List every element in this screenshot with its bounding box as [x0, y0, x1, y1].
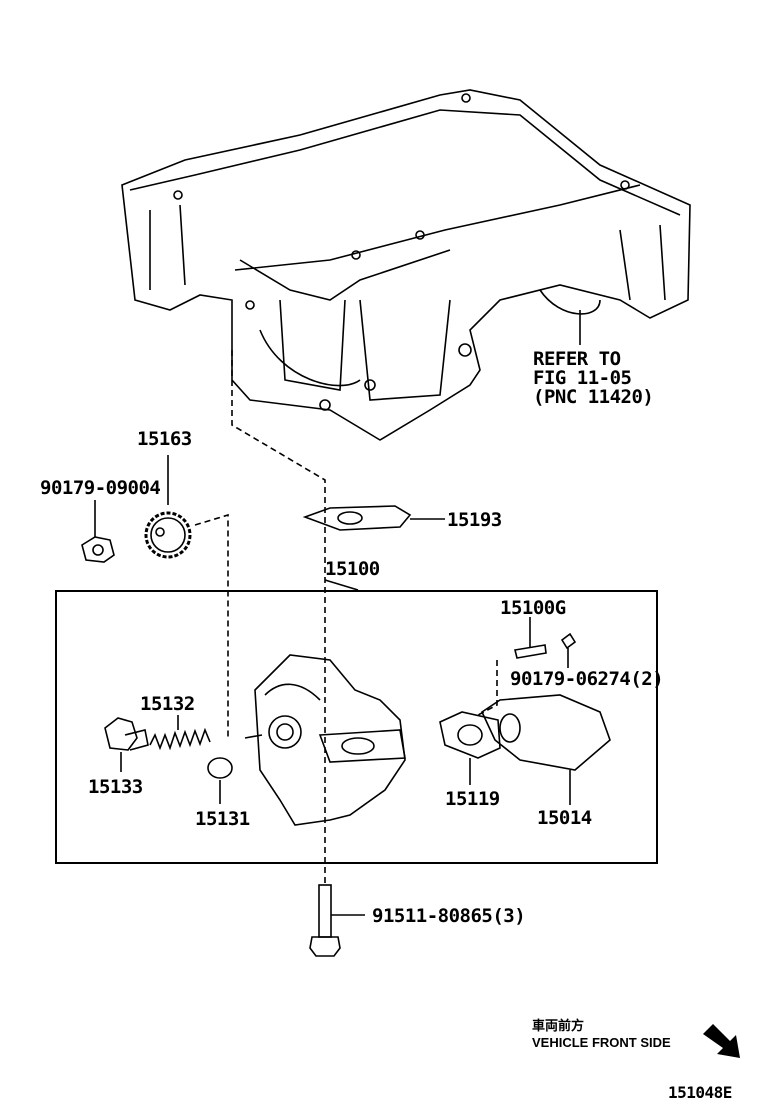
part-label-15131[interactable]: 15131 [195, 808, 250, 830]
part-label-15100[interactable]: 15100 [325, 558, 380, 580]
direction-label: VEHICLE FRONT SIDE [532, 1035, 671, 1050]
arrow-down-right-icon [703, 1024, 740, 1058]
part-label-15133[interactable]: 15133 [88, 776, 143, 798]
figure-id: 151048E [668, 1083, 732, 1102]
relief-valve-drawing [104, 715, 233, 804]
outlet-drawing [439, 617, 611, 805]
reference-note: REFER TO FIG 11-05 (PNC 11420) [533, 348, 654, 408]
part-label-15014[interactable]: 15014 [537, 807, 592, 829]
bolt-drawing [309, 884, 365, 957]
alignment-lines [194, 350, 498, 885]
part-label-90179-09004[interactable]: 90179-09004 [40, 477, 161, 499]
part-label-15132[interactable]: 15132 [140, 693, 195, 715]
part-label-15163[interactable]: 15163 [137, 428, 192, 450]
reference-line-3[interactable]: (PNC 11420) [533, 386, 654, 408]
direction-label-jp: 車両前方 [532, 1018, 585, 1033]
oil-pump-drawing [244, 654, 406, 826]
part-label-15193[interactable]: 15193 [447, 509, 502, 531]
reference-line-2: FIG 11-05 [533, 367, 632, 389]
part-label-15119[interactable]: 15119 [445, 788, 500, 810]
sprocket-drawing [144, 455, 192, 559]
pump-assembly-frame [55, 590, 658, 864]
nut-drawing [81, 500, 115, 563]
reference-line-1: REFER TO [533, 348, 621, 370]
part-label-15100G[interactable]: 15100G [500, 597, 566, 619]
gasket-drawing [302, 505, 445, 531]
part-label-90179-06274[interactable]: 90179-06274(2) [510, 668, 664, 690]
oil-pan-drawing [121, 89, 691, 441]
part-label-91511-80865[interactable]: 91511-80865(3) [372, 905, 526, 927]
leader-15100 [324, 579, 359, 591]
